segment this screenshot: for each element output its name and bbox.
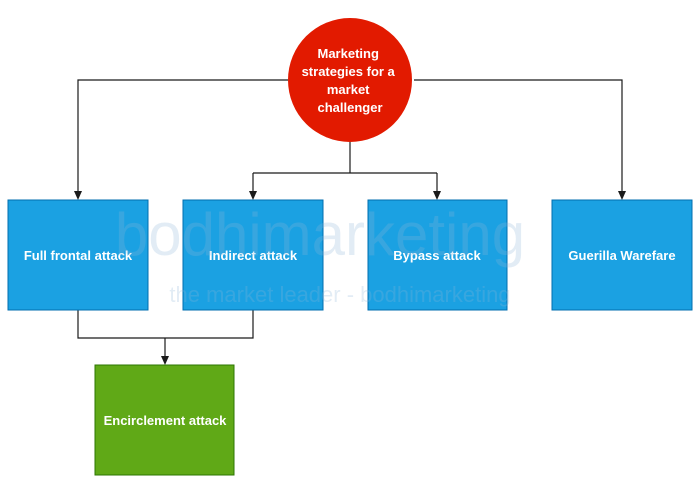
- watermark-line-2: the market leader - bodhimarketing: [169, 282, 510, 307]
- root-label-line-4: challenger: [317, 100, 382, 115]
- node-indirect-label: Indirect attack: [209, 248, 298, 263]
- node-indirect: Indirect attack: [182, 199, 324, 311]
- watermark-line-1: bodhimarketing: [115, 201, 525, 268]
- root-label-line-2: strategies for a: [302, 64, 396, 79]
- node-encirclement: Encirclement attack: [94, 364, 235, 476]
- node-bypass-label: Bypass attack: [393, 248, 481, 263]
- node-bypass-box: [367, 199, 508, 311]
- node-bypass: Bypass attack: [367, 199, 508, 311]
- root-label-line-1: Marketing: [317, 46, 378, 61]
- arrowhead-full-frontal: [74, 191, 82, 200]
- node-full-frontal-box: [7, 199, 149, 311]
- connector-full-frontal-merge: [77, 310, 254, 339]
- node-full-frontal: Full frontal attack: [7, 199, 149, 311]
- node-guerilla: Guerilla Warefare: [551, 199, 693, 311]
- node-guerilla-box: [551, 199, 693, 311]
- connectors: [74, 79, 626, 365]
- connector-root-guerilla: [414, 79, 623, 194]
- arrowhead-guerilla: [618, 191, 626, 200]
- node-encirclement-box: [94, 364, 235, 476]
- root-label: Marketing strategies for a market challe…: [302, 46, 399, 115]
- node-guerilla-label: Guerilla Warefare: [568, 248, 675, 263]
- root-node: Marketing strategies for a market challe…: [288, 18, 412, 142]
- arrowhead-indirect: [249, 191, 257, 200]
- node-encirclement-label: Encirclement attack: [104, 413, 228, 428]
- node-indirect-box: [182, 199, 324, 311]
- arrowhead-encirclement: [161, 356, 169, 365]
- root-label-line-3: market: [327, 82, 370, 97]
- node-full-frontal-label: Full frontal attack: [24, 248, 133, 263]
- arrowhead-bypass: [433, 191, 441, 200]
- connector-root-full-frontal: [77, 79, 288, 194]
- root-circle: [288, 18, 412, 142]
- watermark: bodhimarketing the market leader - bodhi…: [115, 201, 525, 307]
